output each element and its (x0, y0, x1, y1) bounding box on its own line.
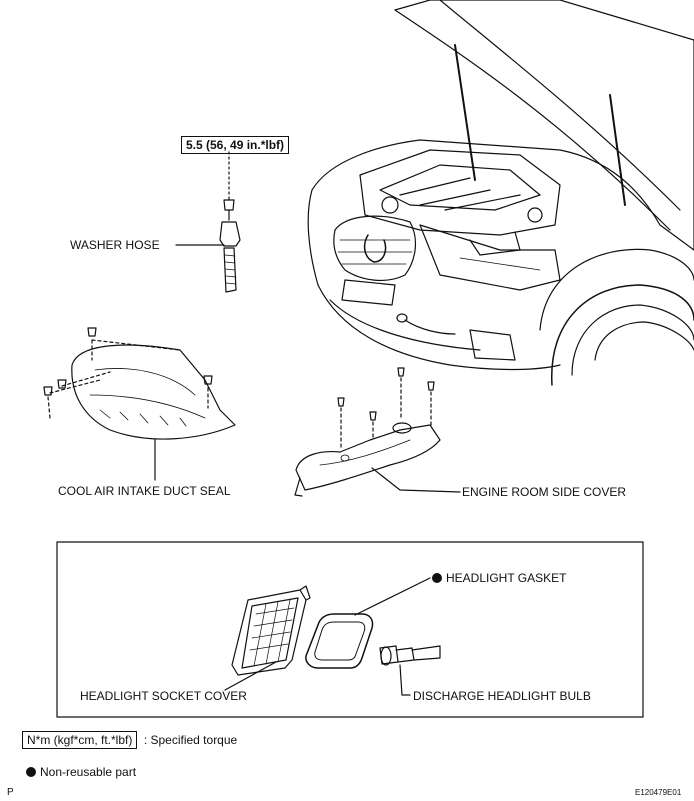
torque-unit-description: : Specified torque (143, 733, 238, 747)
headlight-gasket-text: HEADLIGHT GASKET (446, 571, 567, 585)
non-reusable-legend-text: Non-reusable part (40, 765, 137, 779)
headlight-gasket-label: HEADLIGHT GASKET (432, 571, 566, 585)
non-reusable-dot-icon (432, 573, 442, 583)
footer-left-mark: P (7, 787, 14, 798)
torque-unit-box: N*m (kgf*cm, ft.*lbf) (22, 731, 138, 749)
non-reusable-legend-dot-icon (26, 767, 36, 777)
discharge-headlight-bulb-label: DISCHARGE HEADLIGHT BULB (413, 689, 591, 703)
headlight-gasket-illustration (305, 577, 431, 669)
washer-hose-label: WASHER HOSE (70, 238, 160, 252)
cool-air-intake-duct-seal-label: COOL AIR INTAKE DUCT SEAL (58, 484, 231, 498)
headlight-socket-cover-illustration (224, 585, 311, 691)
discharge-headlight-bulb-illustration (379, 645, 441, 696)
headlight-socket-cover-label: HEADLIGHT SOCKET COVER (80, 689, 247, 703)
legend: N*m (kgf*cm, ft.*lbf) : Specified torque (22, 731, 237, 749)
engine-room-side-cover-illustration (294, 367, 461, 497)
car-front-illustration (307, 0, 694, 386)
figure-id: E120479E01 (635, 788, 682, 797)
washer-hose-illustration (175, 151, 241, 293)
cool-air-intake-duct-seal-illustration (43, 327, 236, 481)
non-reusable-legend: Non-reusable part (26, 765, 136, 779)
torque-spec-label: 5.5 (56, 49 in.*lbf) (181, 136, 290, 154)
headlight-parts-frame (56, 541, 644, 718)
engine-room-side-cover-label: ENGINE ROOM SIDE COVER (462, 485, 627, 499)
